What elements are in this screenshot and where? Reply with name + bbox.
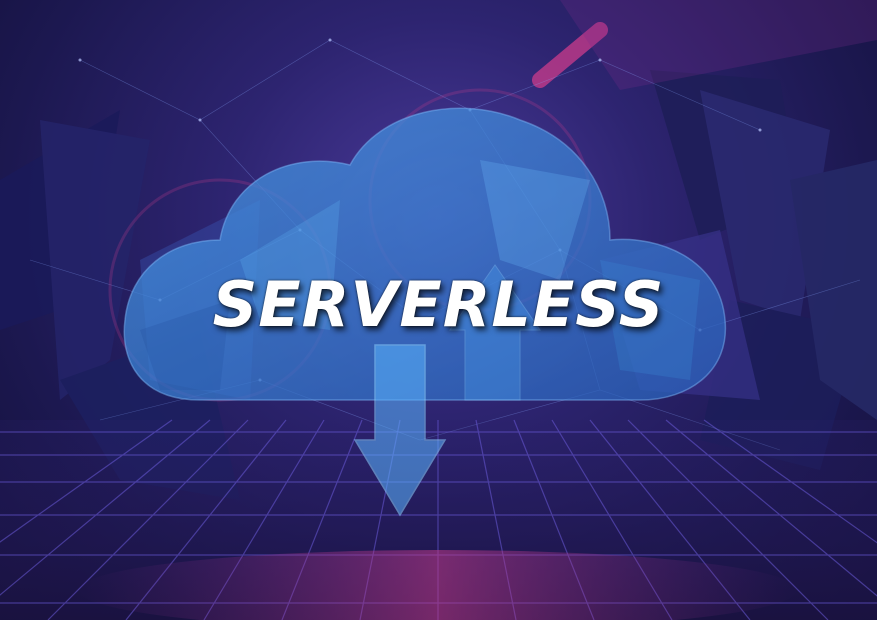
floor-grid — [0, 419, 877, 620]
download-arrow-icon — [353, 344, 447, 517]
cloud-icon — [123, 107, 727, 401]
headline-title: SERVERLESS — [212, 268, 665, 341]
upload-arrow-icon — [449, 264, 541, 401]
pink-streak — [532, 22, 608, 88]
